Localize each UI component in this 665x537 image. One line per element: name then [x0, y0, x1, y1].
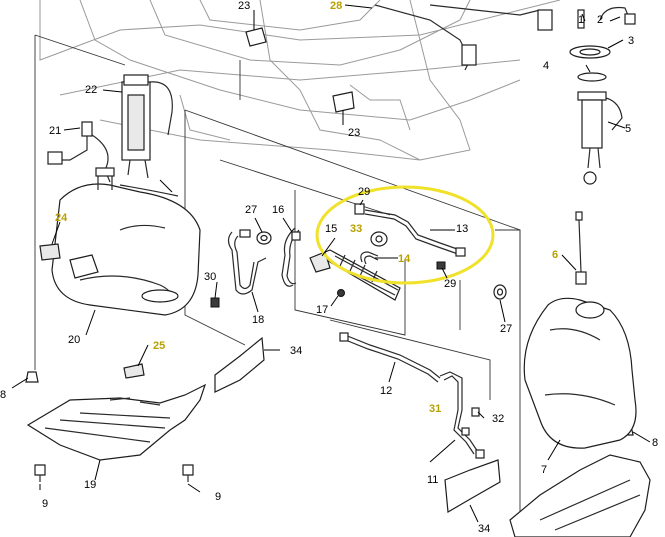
callout-27-right: 27: [500, 323, 512, 335]
tank-shield-lower-right: [509, 454, 651, 537]
callout-2: 2: [597, 14, 603, 26]
callout-34-upper: 34: [290, 345, 302, 357]
connector-28: [374, 4, 553, 71]
callout-9-right: 9: [215, 491, 221, 503]
callout-frames: [34, 34, 521, 537]
fuel-pump-module-right-5: [577, 91, 623, 185]
callout-14: 14: [398, 253, 411, 265]
callout-11: 11: [427, 474, 438, 486]
callout-27-left: 27: [245, 204, 257, 216]
tank-shield-19: [26, 383, 207, 461]
fuel-lines-11-31-32: [439, 371, 485, 459]
callout-29-top: 29: [358, 186, 370, 198]
callout-25: 25: [153, 340, 165, 352]
callout-20: 20: [68, 334, 80, 346]
hoses-and-clips-left: [210, 227, 301, 308]
fuel-tank-7: [523, 297, 637, 449]
callout-16: 16: [272, 204, 284, 216]
fuel-pump-module-left: [121, 74, 173, 179]
callout-5: 5: [625, 123, 631, 135]
callout-29-bottom: 29: [444, 278, 456, 290]
pad-25: [123, 363, 145, 379]
callout-3: 3: [628, 35, 634, 47]
callout-12: 12: [380, 385, 392, 397]
callout-1: 1: [578, 14, 584, 26]
callout-30: 30: [204, 271, 216, 283]
callout-22: 22: [85, 84, 97, 96]
sensor-6: [575, 211, 587, 285]
callout-6: 6: [552, 249, 558, 261]
callout-23-mid: 23: [348, 127, 360, 139]
callout-23-top: 23: [238, 0, 250, 12]
callout-32: 32: [492, 413, 504, 425]
highlight-ellipse: [315, 185, 495, 285]
callout-24: 24: [55, 212, 68, 224]
callout-8-right: 8: [652, 437, 658, 449]
vent-pipe-highlight-group: [315, 185, 495, 285]
callout-21: 21: [49, 125, 61, 137]
heat-shield-34-upper: [214, 336, 265, 393]
callout-9-left: 9: [42, 498, 48, 510]
callout-18: 18: [252, 314, 264, 326]
callout-28: 28: [330, 0, 342, 12]
callout-4: 4: [543, 60, 549, 72]
callout-13: 13: [456, 223, 468, 235]
callout-19: 19: [84, 479, 96, 491]
callout-34-lower: 34: [478, 523, 490, 535]
fuel-sensor-harness-21: [47, 121, 111, 183]
callout-33: 33: [350, 223, 362, 235]
callout-7: 7: [541, 464, 547, 476]
leader-lines: [11, 4, 651, 523]
callout-15: 15: [325, 223, 337, 235]
grommet-27-right: [493, 284, 507, 300]
vehicle-underbody-background: [39, 0, 561, 161]
fuel-pipe-12: [339, 332, 441, 383]
tank-pad-24: [39, 243, 61, 261]
fuel-tank-20: [51, 167, 201, 316]
clips-23: [245, 27, 355, 113]
callout-17: 17: [316, 304, 328, 316]
callout-8-left: 8: [0, 389, 6, 401]
pump-retainer-parts: [569, 6, 636, 82]
callout-31: 31: [429, 403, 441, 415]
heat-shield-34-lower: [444, 459, 501, 513]
